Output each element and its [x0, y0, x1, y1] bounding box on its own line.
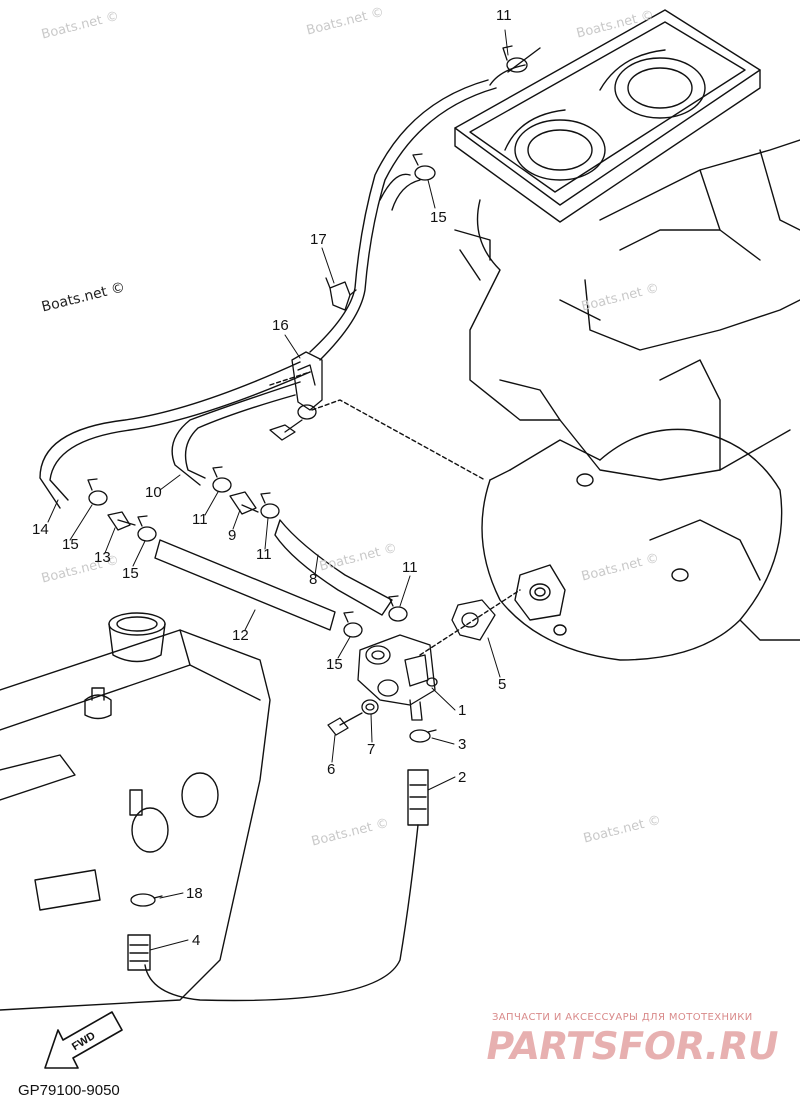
callout-15: 15	[122, 565, 139, 582]
callout-9: 9	[228, 527, 237, 544]
callout-15: 15	[62, 536, 79, 553]
callout-3: 3	[458, 736, 467, 753]
callout-11: 11	[402, 559, 418, 576]
callout-2: 2	[458, 769, 467, 786]
callout-16: 16	[272, 317, 289, 334]
callout-15: 15	[430, 209, 447, 226]
callout-11: 11	[496, 7, 512, 24]
callout-17: 17	[310, 231, 327, 248]
fittings-and-clamps	[44, 45, 528, 1069]
oil-tank	[0, 612, 271, 1011]
callout-leaders	[47, 29, 509, 951]
callout-11: 11	[192, 511, 208, 528]
callout-8: 8	[309, 571, 318, 588]
brand-tagline: ЗАПЧАСТИ И АКСЕССУАРЫ ДЛЯ МОТОТЕХНИКИ	[492, 1012, 753, 1023]
hoses	[39, 47, 541, 1002]
callout-18: 18	[186, 885, 203, 902]
engine-block	[454, 9, 800, 661]
callout-13: 13	[94, 549, 111, 566]
callout-4: 4	[192, 932, 201, 949]
callout-11: 11	[256, 546, 272, 563]
diagram-code: GP79100-9050	[18, 1082, 120, 1099]
callout-12: 12	[232, 627, 249, 644]
callout-15: 15	[326, 656, 343, 673]
callout-10: 10	[145, 484, 162, 501]
callout-14: 14	[32, 521, 49, 538]
callout-1: 1	[458, 702, 467, 719]
callout-6: 6	[327, 761, 336, 778]
brand-logo: PARTSFOR.RU	[482, 1024, 782, 1068]
callout-5: 5	[498, 676, 507, 693]
callout-7: 7	[367, 741, 376, 758]
